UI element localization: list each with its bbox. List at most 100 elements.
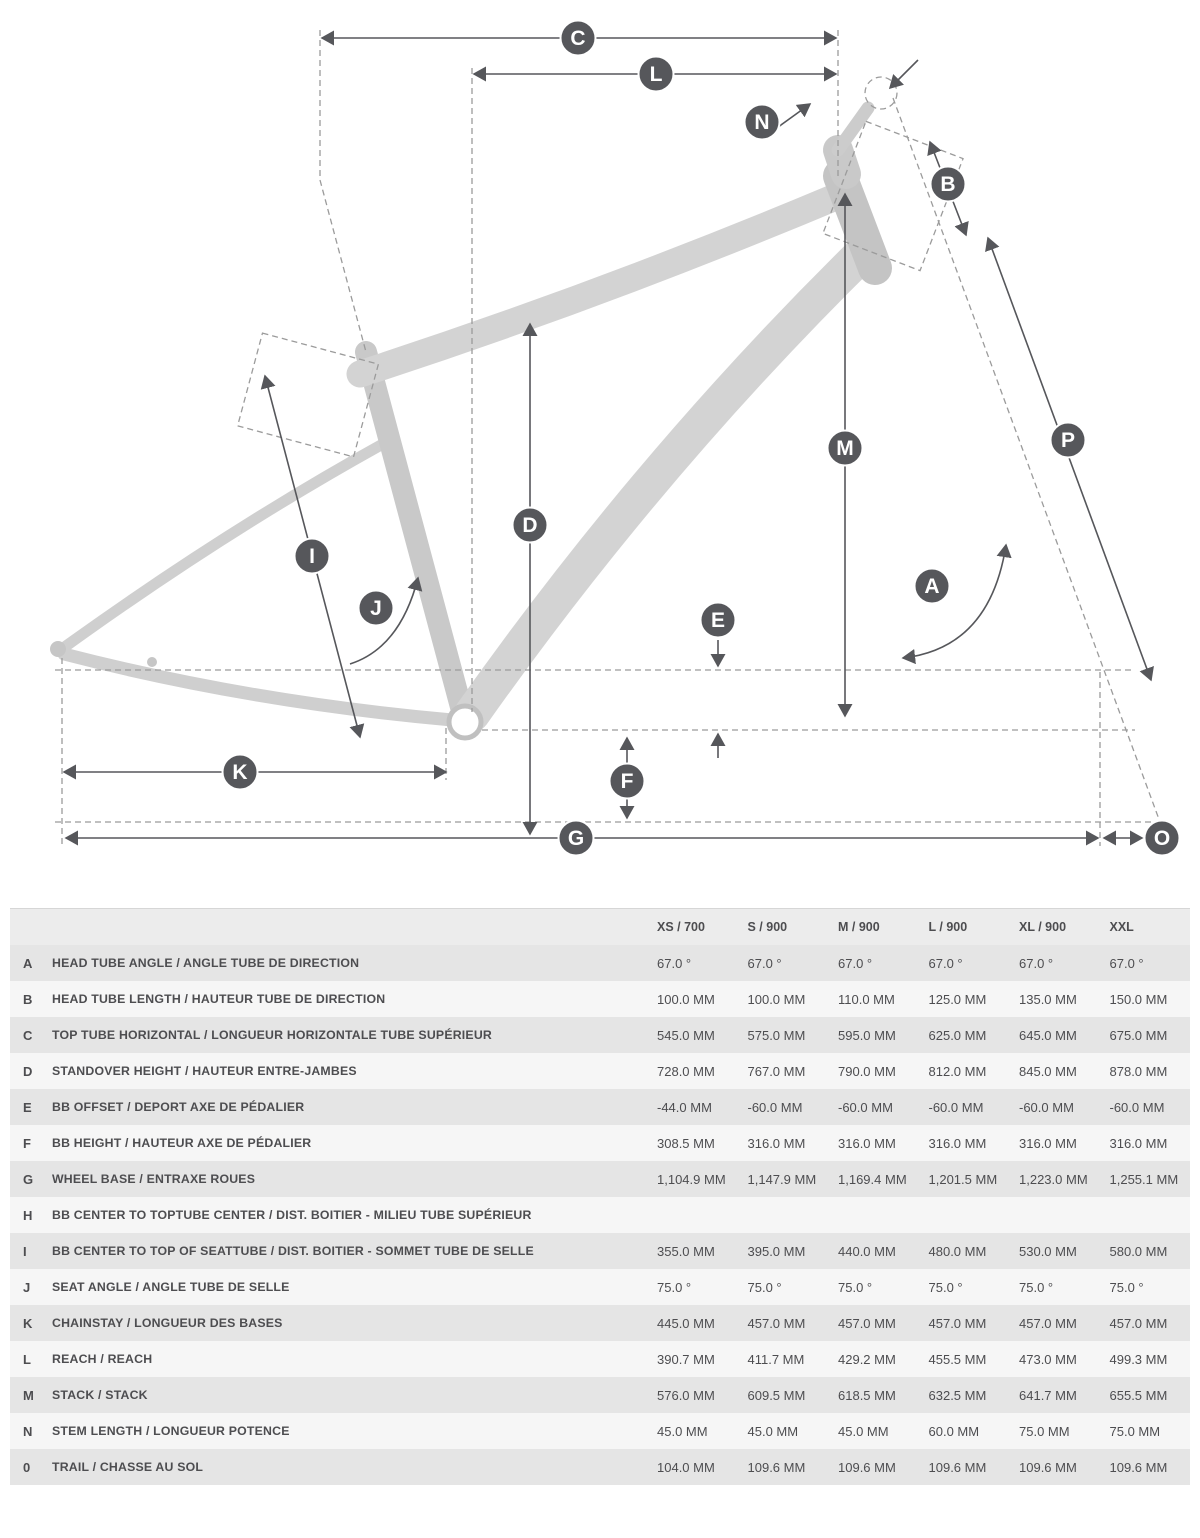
row-value: 545.0 MM — [657, 1027, 715, 1043]
svg-text:P: P — [1061, 429, 1075, 452]
row-value: 580.0 MM — [1109, 1243, 1168, 1259]
row-value: 411.7 MM — [747, 1351, 805, 1367]
diagram-label-C: C — [559, 19, 597, 57]
diagram-label-O: O — [1143, 819, 1181, 857]
row-label: REACH / REACH — [52, 1352, 153, 1366]
row-label: STANDOVER HEIGHT / HAUTEUR ENTRE-JAMBES — [52, 1064, 357, 1078]
row-value: 150.0 MM — [1109, 991, 1168, 1007]
row-value: 45.0 MM — [747, 1423, 799, 1439]
row-key: E — [23, 1099, 32, 1115]
row-value: 576.0 MM — [657, 1387, 715, 1403]
row-value: 75.0 ° — [928, 1279, 963, 1295]
table-body: A HEAD TUBE ANGLE / ANGLE TUBE DE DIRECTI… — [10, 945, 1190, 1485]
svg-text:A: A — [924, 575, 939, 598]
row-value: 109.6 MM — [1109, 1459, 1168, 1475]
row-key: 0 — [23, 1459, 31, 1475]
row-value: -60.0 MM — [928, 1099, 984, 1115]
row-label: STACK / STACK — [52, 1388, 148, 1402]
row-value: 457.0 MM — [928, 1315, 987, 1331]
row-value: 641.7 MM — [1019, 1387, 1077, 1403]
column-header-m-900: M / 900 — [838, 920, 880, 934]
row-value: 609.5 MM — [747, 1387, 806, 1403]
row-label: SEAT ANGLE / ANGLE TUBE DE SELLE — [52, 1280, 290, 1294]
row-key: C — [23, 1027, 33, 1043]
row-value: 395.0 MM — [747, 1243, 806, 1259]
row-value: 473.0 MM — [1019, 1351, 1077, 1367]
row-value: 45.0 MM — [838, 1423, 889, 1439]
row-value: 655.5 MM — [1109, 1387, 1168, 1403]
row-value: 499.3 MM — [1109, 1351, 1168, 1367]
row-value: 1,169.4 MM — [838, 1171, 907, 1187]
svg-text:E: E — [711, 609, 725, 632]
row-value: 1,255.1 MM — [1109, 1171, 1179, 1187]
svg-text:M: M — [836, 437, 854, 460]
row-label: BB CENTER TO TOPTUBE CENTER / DIST. BOIT… — [52, 1208, 532, 1222]
svg-text:N: N — [754, 111, 769, 134]
diagram-label-A: A — [913, 567, 951, 605]
column-header-xxl: XXL — [1109, 920, 1134, 934]
frame-illustration — [50, 101, 892, 741]
row-label: TRAIL / CHASSE AU SOL — [52, 1460, 204, 1474]
row-value: 316.0 MM — [1019, 1135, 1077, 1151]
diagram-label-F: F — [608, 762, 646, 800]
svg-text:J: J — [370, 597, 382, 620]
row-label: BB OFFSET / DEPORT AXE DE PÉDALIER — [52, 1100, 305, 1114]
row-value: 440.0 MM — [838, 1243, 896, 1259]
handlebar-clamp-outline — [864, 76, 898, 110]
svg-text:I: I — [309, 545, 315, 568]
svg-text:B: B — [940, 173, 955, 196]
diagram-label-E: E — [699, 601, 737, 639]
row-value: 316.0 MM — [838, 1135, 896, 1151]
row-value: 100.0 MM — [657, 991, 715, 1007]
row-value: -60.0 MM — [838, 1099, 893, 1115]
row-value: 390.7 MM — [657, 1351, 715, 1367]
diagram-label-J: J — [357, 589, 395, 627]
row-key: B — [23, 991, 33, 1007]
row-value: 530.0 MM — [1019, 1243, 1077, 1259]
row-label: HEAD TUBE LENGTH / HAUTEUR TUBE DE DIREC… — [52, 992, 386, 1006]
row-value: 790.0 MM — [838, 1063, 896, 1079]
row-value: 135.0 MM — [1019, 991, 1077, 1007]
row-value: 1,147.9 MM — [747, 1171, 817, 1187]
svg-text:C: C — [570, 27, 585, 50]
diagram-label-M: M — [826, 429, 864, 467]
table-row-B: B HEAD TUBE LENGTH / HAUTEUR TUBE DE DIRE… — [10, 981, 1190, 1017]
row-value: 429.2 MM — [838, 1351, 896, 1367]
row-value: 618.5 MM — [838, 1387, 896, 1403]
column-header-s-900: S / 900 — [747, 920, 788, 934]
row-value: 60.0 MM — [928, 1423, 980, 1439]
row-value: 1,223.0 MM — [1019, 1171, 1088, 1187]
bottom-bracket — [446, 703, 484, 741]
row-label: BB CENTER TO TOP OF SEATTUBE / DIST. BOI… — [52, 1244, 534, 1258]
row-value: 308.5 MM — [657, 1135, 715, 1151]
row-label: HEAD TUBE ANGLE / ANGLE TUBE DE DIRECTIO… — [52, 956, 360, 970]
column-header-xs-700: XS / 700 — [657, 920, 705, 934]
row-value: 1,104.9 MM — [657, 1171, 726, 1187]
svg-text:G: G — [568, 827, 584, 850]
row-value: 457.0 MM — [1109, 1315, 1168, 1331]
row-value: 109.6 MM — [838, 1459, 896, 1475]
row-value: 109.6 MM — [747, 1459, 806, 1475]
svg-text:K: K — [232, 761, 247, 784]
row-value: 75.0 MM — [1109, 1423, 1161, 1439]
row-key: K — [23, 1315, 33, 1331]
diagram-label-D: D — [511, 506, 549, 544]
svg-text:O: O — [1154, 827, 1170, 850]
row-value: 845.0 MM — [1019, 1063, 1077, 1079]
row-value: 67.0 ° — [1109, 955, 1144, 971]
rear-dropout — [50, 641, 66, 657]
row-value: 1,201.5 MM — [928, 1171, 998, 1187]
row-key: A — [23, 955, 33, 971]
diagram-label-I: I — [293, 537, 331, 575]
row-value: 67.0 ° — [928, 955, 963, 971]
